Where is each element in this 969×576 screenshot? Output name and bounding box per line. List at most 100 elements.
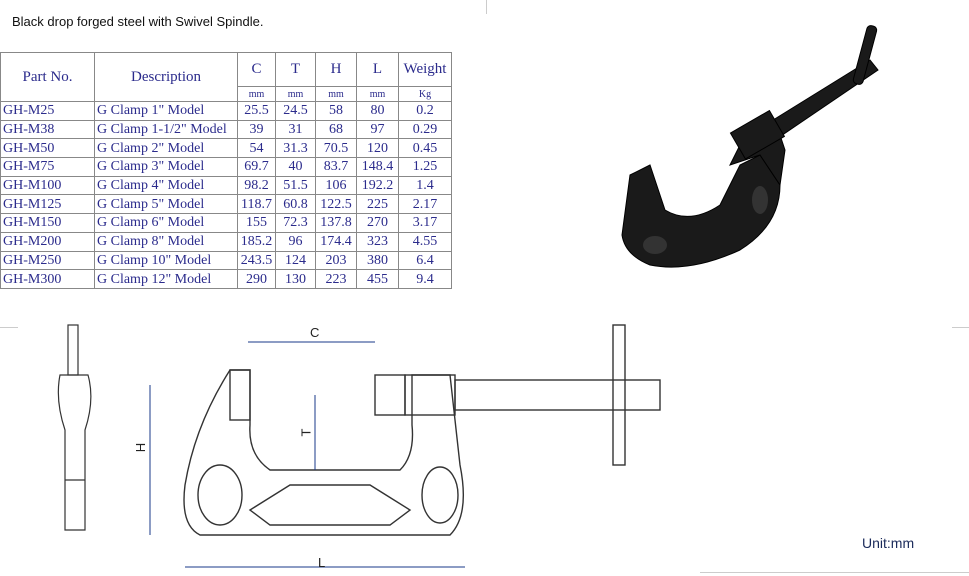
cell-t: 130	[275, 269, 316, 289]
cell-c: 118.7	[237, 194, 276, 215]
cell-part-no: GH-M100	[0, 175, 95, 196]
cell-description: G Clamp 1-1/2" Model	[94, 119, 238, 140]
header-description: Description	[94, 52, 238, 102]
header-c: C	[237, 52, 276, 87]
cell-weight: 0.29	[398, 119, 452, 140]
cell-h: 223	[315, 269, 357, 289]
cell-t: 60.8	[275, 194, 316, 215]
cell-t: 40	[275, 157, 316, 177]
spec-table: Part No. Description C T H L Weight mm m…	[0, 52, 452, 289]
cell-h: 58	[315, 101, 357, 121]
cell-c: 290	[237, 269, 276, 289]
header-weight: Weight	[398, 52, 452, 87]
cell-weight: 6.4	[398, 250, 452, 271]
cell-part-no: GH-M150	[0, 213, 95, 233]
header-part-no: Part No.	[0, 52, 95, 102]
cell-t: 31	[275, 119, 316, 140]
cell-l: 455	[356, 269, 399, 289]
cell-t: 51.5	[275, 175, 316, 196]
cell-l: 380	[356, 250, 399, 271]
cell-h: 83.7	[315, 157, 357, 177]
cell-l: 80	[356, 101, 399, 121]
dim-h-label: H	[133, 442, 149, 453]
cell-l: 97	[356, 119, 399, 140]
cell-part-no: GH-M75	[0, 157, 95, 177]
unit-t: mm	[275, 86, 316, 102]
cell-t: 96	[275, 231, 316, 252]
cell-l: 120	[356, 138, 399, 159]
cell-weight: 1.4	[398, 175, 452, 196]
unit-h: mm	[315, 86, 357, 102]
cell-description: G Clamp 6" Model	[94, 213, 238, 233]
cell-part-no: GH-M200	[0, 231, 95, 252]
divider-top	[486, 0, 487, 14]
unit-c: mm	[237, 86, 276, 102]
cell-c: 243.5	[237, 250, 276, 271]
dim-c-label: C	[310, 325, 320, 340]
unit-label: Unit:mm	[862, 535, 915, 551]
cell-t: 124	[275, 250, 316, 271]
cell-h: 106	[315, 175, 357, 196]
divider-left	[0, 327, 18, 328]
cell-description: G Clamp 5" Model	[94, 194, 238, 215]
cell-part-no: GH-M50	[0, 138, 95, 159]
unit-l: mm	[356, 86, 399, 102]
cell-c: 69.7	[237, 157, 276, 177]
cell-description: G Clamp 12" Model	[94, 269, 238, 289]
cell-weight: 0.45	[398, 138, 452, 159]
cell-c: 98.2	[237, 175, 276, 196]
cell-part-no: GH-M38	[0, 119, 95, 140]
cell-h: 68	[315, 119, 357, 140]
cell-weight: 1.25	[398, 157, 452, 177]
cell-part-no: GH-M250	[0, 250, 95, 271]
cell-weight: 2.17	[398, 194, 452, 215]
cell-description: G Clamp 3" Model	[94, 157, 238, 177]
cell-description: G Clamp 8" Model	[94, 231, 238, 252]
cell-h: 70.5	[315, 138, 357, 159]
cell-description: G Clamp 10" Model	[94, 250, 238, 271]
cell-t: 31.3	[275, 138, 316, 159]
dim-l-label: L	[318, 555, 326, 570]
cell-l: 270	[356, 213, 399, 233]
cell-description: G Clamp 2" Model	[94, 138, 238, 159]
header-l: L	[356, 52, 399, 87]
cell-c: 54	[237, 138, 276, 159]
cell-h: 203	[315, 250, 357, 271]
cell-t: 24.5	[275, 101, 316, 121]
product-caption: Black drop forged steel with Swivel Spin…	[12, 14, 264, 29]
cell-description: G Clamp 4" Model	[94, 175, 238, 196]
clamp-front-view	[149, 324, 661, 568]
cell-h: 137.8	[315, 213, 357, 233]
cell-part-no: GH-M125	[0, 194, 95, 215]
cell-t: 72.3	[275, 213, 316, 233]
header-t: T	[275, 52, 316, 87]
cell-l: 148.4	[356, 157, 399, 177]
clamp-product-image	[621, 25, 879, 268]
clamp-side-view	[57, 324, 92, 531]
divider-bottom	[700, 572, 969, 573]
dim-t-label: T	[298, 428, 314, 437]
cell-h: 122.5	[315, 194, 357, 215]
unit-weight: Kg	[398, 86, 452, 102]
divider-right	[952, 327, 969, 328]
cell-c: 185.2	[237, 231, 276, 252]
cell-l: 323	[356, 231, 399, 252]
cell-c: 39	[237, 119, 276, 140]
cell-part-no: GH-M300	[0, 269, 95, 289]
cell-c: 155	[237, 213, 276, 233]
cell-part-no: GH-M25	[0, 101, 95, 121]
cell-description: G Clamp 1" Model	[94, 101, 238, 121]
cell-weight: 9.4	[398, 269, 452, 289]
cell-l: 225	[356, 194, 399, 215]
cell-c: 25.5	[237, 101, 276, 121]
cell-weight: 3.17	[398, 213, 452, 233]
